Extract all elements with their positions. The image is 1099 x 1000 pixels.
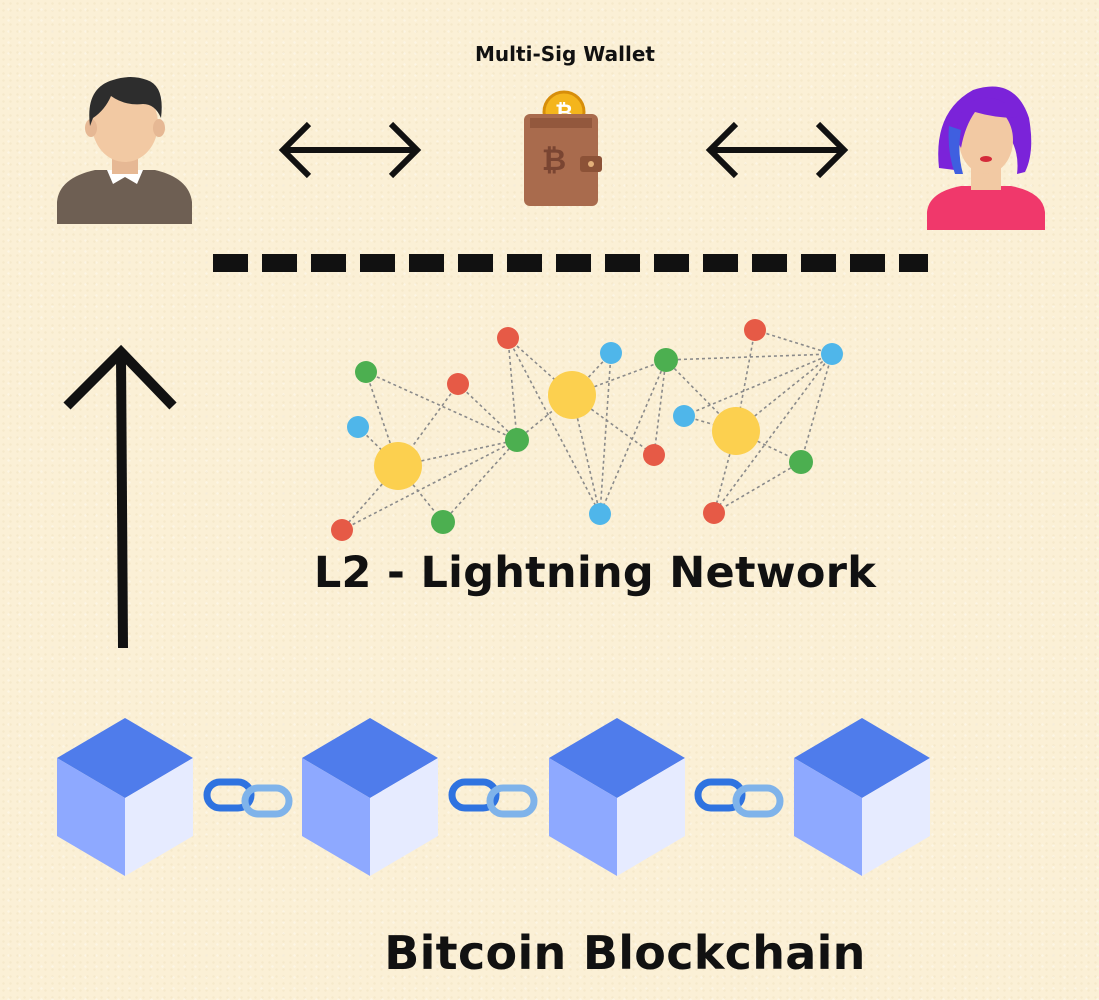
network-edge	[442, 439, 518, 523]
bidirectional-arrow-icon-2	[705, 121, 849, 179]
network-node	[497, 327, 519, 349]
network-node	[347, 416, 369, 438]
network-node	[548, 371, 596, 419]
network-edge	[665, 359, 737, 432]
separator-dashed-line	[213, 254, 928, 272]
network-edge	[365, 371, 518, 441]
network-edge	[507, 337, 573, 396]
block-cube-icon	[57, 718, 193, 876]
network-edge	[571, 394, 655, 456]
network-edge	[800, 353, 833, 463]
network-node	[703, 502, 725, 524]
network-edge	[341, 439, 518, 531]
block-cube-icon	[794, 718, 930, 876]
block-cube-icon	[549, 718, 685, 876]
chain-link-icon	[203, 778, 293, 818]
network-edge	[754, 329, 833, 355]
network-edge	[653, 359, 667, 456]
network-node	[600, 342, 622, 364]
network-edge	[713, 461, 802, 514]
chain-link-icon	[694, 778, 784, 818]
network-node	[712, 407, 760, 455]
lightning-network-title: L2 - Lightning Network	[313, 548, 877, 598]
network-node	[654, 348, 678, 372]
network-node	[589, 503, 611, 525]
woman-avatar-icon	[927, 86, 1045, 230]
bitcoin-wallet-icon: ₿ ₿	[524, 90, 602, 206]
svg-text:₿: ₿	[542, 143, 566, 178]
network-node	[374, 442, 422, 490]
network-node	[673, 405, 695, 427]
network-node	[821, 343, 843, 365]
network-node	[744, 319, 766, 341]
network-node	[643, 444, 665, 466]
network-node	[355, 361, 377, 383]
network-node	[505, 428, 529, 452]
network-edge	[507, 337, 601, 515]
wallet-title: Multi-Sig Wallet	[475, 42, 655, 66]
network-edge	[457, 383, 518, 441]
network-edge	[683, 353, 833, 417]
man-avatar-icon	[57, 77, 192, 224]
network-graph-icon	[331, 319, 843, 541]
network-edge	[571, 359, 667, 396]
block-cube-icon	[302, 718, 438, 876]
up-arrow-icon	[63, 344, 177, 649]
network-edge	[507, 337, 518, 441]
network-node	[789, 450, 813, 474]
network-node	[447, 373, 469, 395]
bidirectional-arrow-icon	[278, 121, 422, 179]
chain-link-icon	[448, 778, 538, 818]
network-node	[431, 510, 455, 534]
network-edge	[365, 371, 399, 467]
network-edge	[599, 352, 612, 515]
bitcoin-blockchain-title: Bitcoin Blockchain	[384, 926, 866, 980]
network-node	[331, 519, 353, 541]
network-edge	[599, 359, 667, 515]
network-edge	[665, 353, 833, 361]
